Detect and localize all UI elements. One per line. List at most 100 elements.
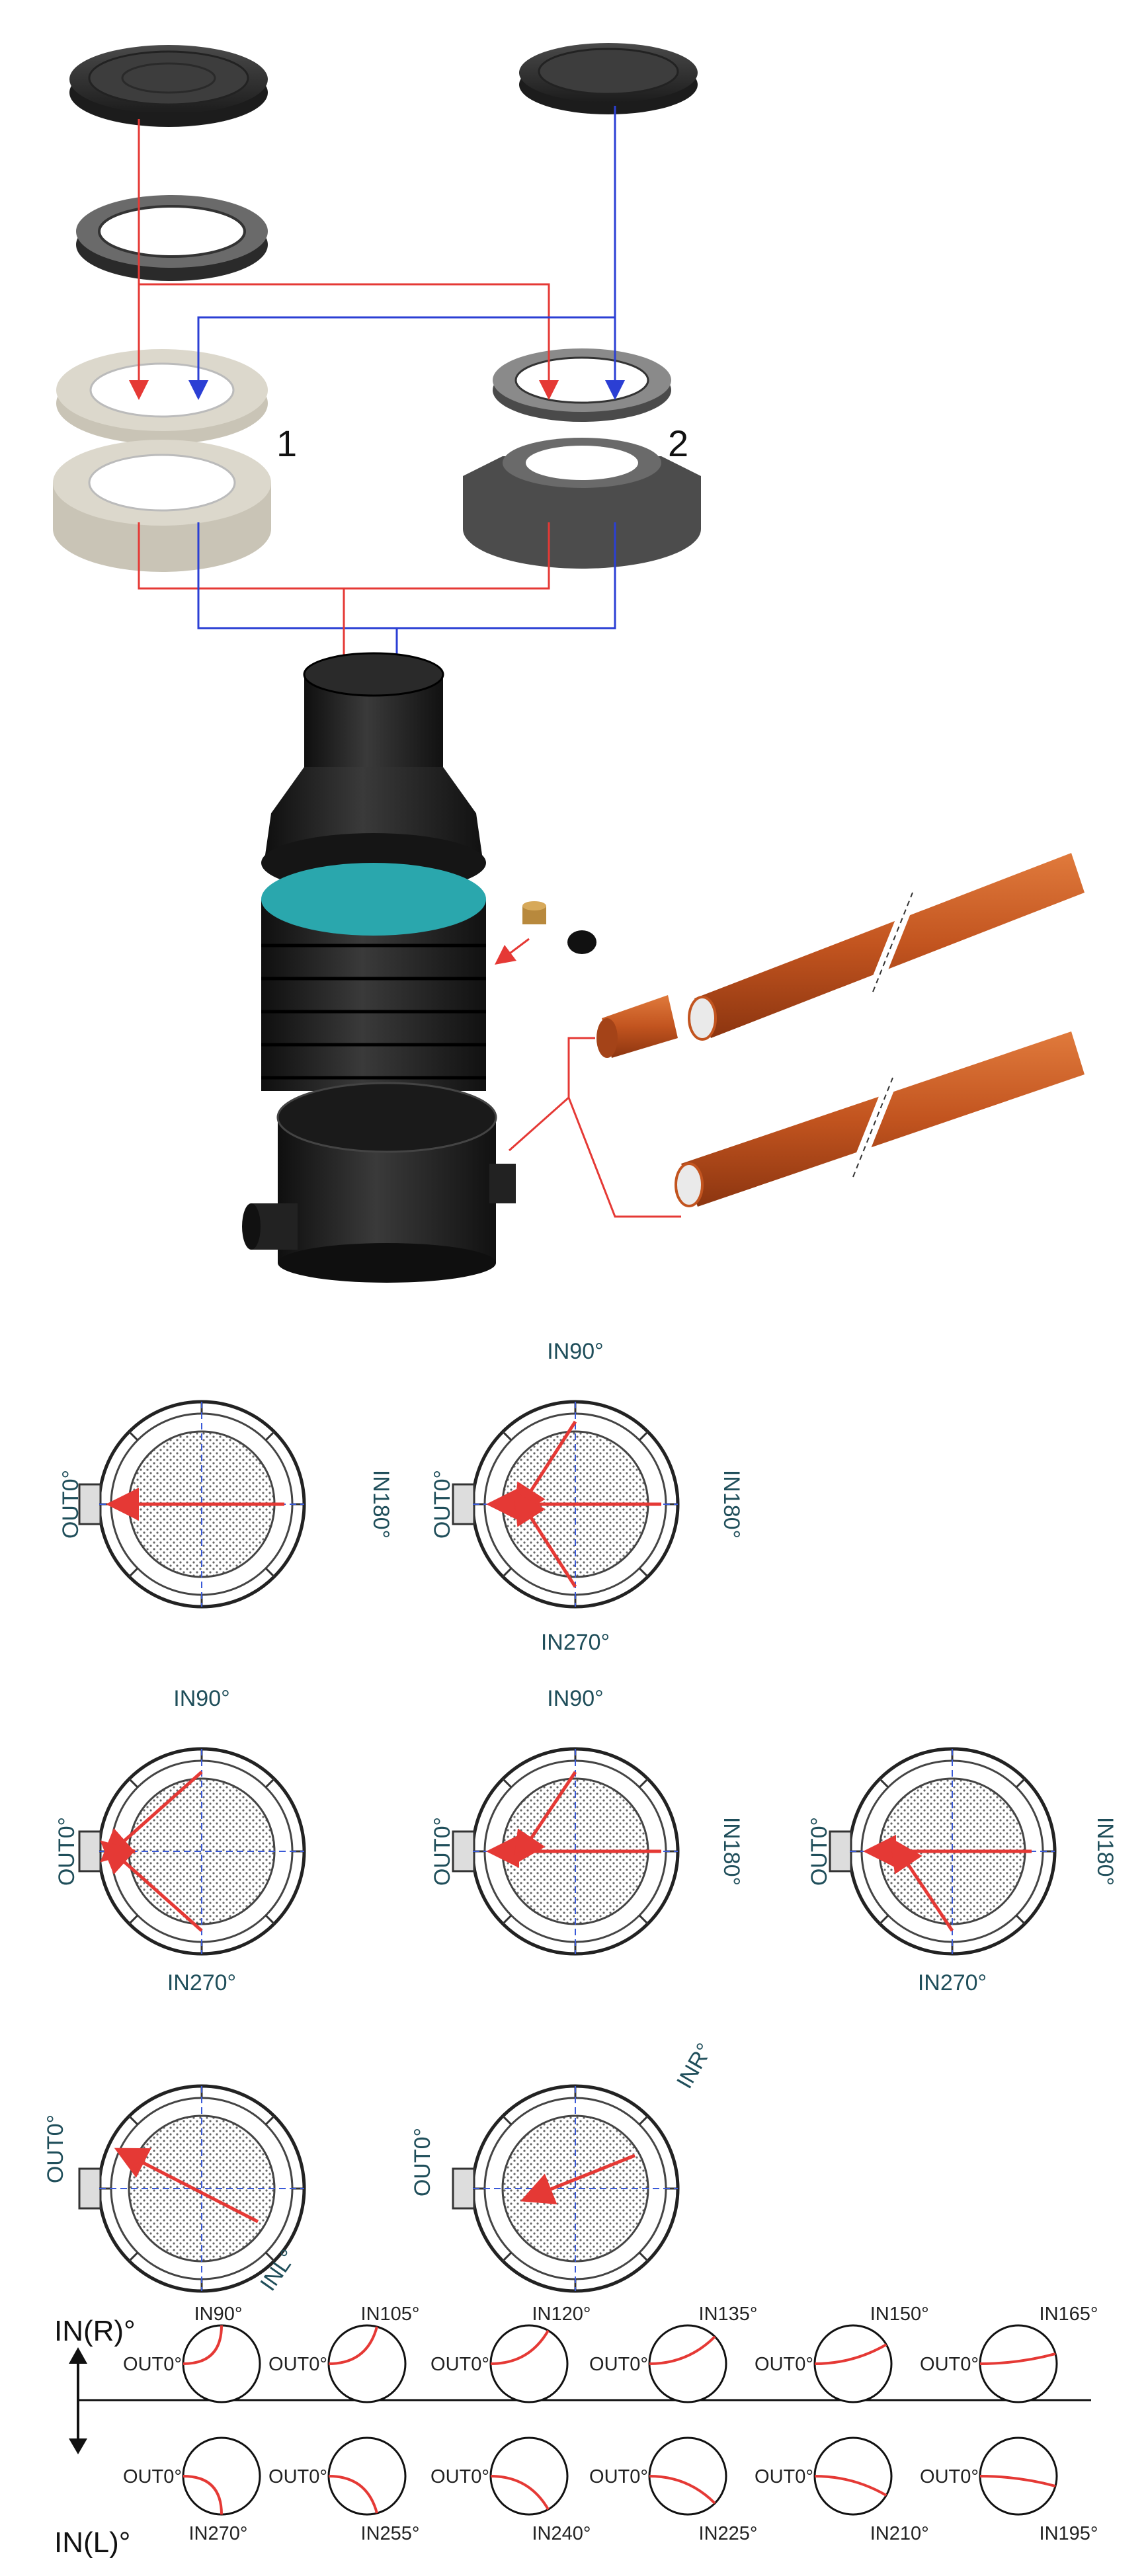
support-ring	[76, 195, 268, 281]
flow-curve-icon	[814, 2475, 887, 2497]
out-label: OUT0°	[430, 2466, 489, 2487]
in-label: IN180°	[719, 1817, 744, 1886]
plan-view-6: OUT0°INL°	[43, 2084, 306, 2296]
flow-arrow-icon	[890, 1837, 954, 1932]
angle-legend-items: OUT0°IN90°OUT0°IN105°OUT0°IN120°OUT0°IN1…	[123, 2304, 1098, 2544]
angle-label: IN105°	[361, 2304, 420, 2325]
in-label: IN270°	[918, 1970, 987, 1995]
angle-label: IN255°	[361, 2523, 420, 2544]
assembly-flow-lines	[129, 106, 625, 691]
axis-top-label: IN(R)°	[54, 2315, 136, 2347]
plan-view-3: OUT0° IN90° IN270°	[54, 1686, 306, 1995]
angle-item-l-6: OUT0°IN195°	[920, 2436, 1098, 2544]
out-label: OUT0°	[920, 2354, 979, 2375]
flow-curve-icon	[183, 2475, 223, 2515]
plan-views-group: OUT0°IN180°OUT0°IN90°IN180°IN270°OUT0°IN…	[43, 1339, 1118, 2296]
out-label: OUT0°	[268, 2354, 327, 2375]
out-label: OUT0°	[43, 2114, 68, 2183]
flow-curve-icon	[979, 2353, 1056, 2365]
in-label: IN90°	[547, 1686, 603, 1711]
out-label: OUT0°	[58, 1470, 83, 1539]
angle-item-r-3: OUT0° IN120°	[430, 2304, 591, 2403]
flow-curve-icon	[490, 2475, 550, 2511]
angle-item-l-5: OUT0°IN210°	[755, 2436, 929, 2544]
angle-item-r-4: OUT0° IN135°	[589, 2304, 758, 2403]
out-label: OUT0°	[54, 1817, 79, 1886]
angle-label: IN120°	[532, 2304, 591, 2325]
plan-view-1: OUT0° IN180°	[58, 1400, 393, 1609]
angle-item-r-2: OUT0° IN105°	[268, 2304, 420, 2403]
flow-curve-icon	[649, 2475, 716, 2505]
out-label: OUT0°	[755, 2354, 813, 2375]
angle-label: IN270°	[189, 2523, 248, 2544]
flow-curve-icon	[490, 2329, 550, 2365]
out-label: OUT0°	[268, 2466, 327, 2487]
coupling-sleeve	[596, 995, 678, 1058]
angle-item-r-1: OUT0° IN90°	[123, 2304, 261, 2403]
angle-item-l-4: OUT0° IN225°	[589, 2436, 758, 2544]
out-label: OUT0°	[430, 1817, 455, 1886]
flow-curve-icon	[183, 2325, 223, 2365]
in-label: IN270°	[541, 1630, 610, 1655]
angle-label: IN165°	[1040, 2304, 1098, 2325]
out-label: OUT0°	[430, 1470, 455, 1539]
in-label: IN180°	[1092, 1817, 1118, 1886]
corrugated-shaft	[261, 863, 486, 1091]
rubber-seal-parts	[495, 901, 596, 965]
angle-label: IN240°	[532, 2523, 591, 2544]
angle-item-r-5: OUT0° IN150°	[755, 2304, 929, 2403]
plan-view-2: OUT0° IN90° IN180° IN270°	[430, 1339, 744, 1655]
in-label: INR°	[672, 2039, 718, 2093]
in-label: IN90°	[173, 1686, 229, 1711]
flow-arrow-icon	[513, 1490, 577, 1588]
out-label: OUT0°	[430, 2354, 489, 2375]
cast-iron-cover-left	[69, 45, 268, 127]
flow-curve-icon	[328, 2475, 378, 2514]
chamber-base	[242, 1082, 516, 1283]
angle-label: IN90°	[194, 2304, 243, 2325]
flow-curve-icon	[979, 2475, 1056, 2487]
angle-label: IN135°	[699, 2304, 758, 2325]
smooth-pipe	[675, 1031, 1085, 1207]
angle-item-l-2: OUT0° IN255°	[268, 2436, 420, 2544]
axis-bottom-label: IN(L)°	[54, 2526, 130, 2559]
angle-label: IN225°	[699, 2523, 758, 2544]
cast-iron-cover-right	[519, 43, 698, 114]
flow-curve-icon	[649, 2335, 716, 2365]
out-label: OUT0°	[410, 2128, 435, 2196]
out-label: OUT0°	[807, 1817, 832, 1886]
out-label: OUT0°	[123, 2354, 182, 2375]
angle-item-l-3: OUT0° IN240°	[430, 2436, 591, 2544]
in-label: IN90°	[547, 1339, 603, 1364]
angle-legend: IN(R)° IN(L)° OUT0°IN90°OUT0°IN105°OUT0°…	[54, 2304, 1098, 2559]
cone-ring-option-2	[463, 348, 701, 569]
out-label: OUT0°	[755, 2466, 813, 2487]
flow-curve-icon	[814, 2343, 887, 2365]
arrow-up-icon	[69, 2347, 87, 2364]
flow-arrow-icon	[513, 1771, 577, 1865]
in-label: IN180°	[719, 1470, 744, 1539]
in-label: IN180°	[368, 1470, 393, 1539]
out-label: OUT0°	[123, 2466, 182, 2487]
out-label: OUT0°	[589, 2354, 648, 2375]
corrugated-pipe	[688, 853, 1085, 1041]
arrow-down-icon	[69, 2438, 87, 2454]
angle-item-l-1: OUT0° IN270°	[123, 2436, 261, 2544]
exploded-view: 1 2	[53, 43, 1085, 1283]
in-label: IN270°	[167, 1970, 236, 1995]
flow-arrow-icon	[100, 1840, 203, 1932]
out-label: OUT0°	[589, 2466, 648, 2487]
flow-arrow-icon	[520, 2153, 636, 2204]
flow-curve-icon	[328, 2326, 378, 2365]
plan-view-7: OUT0° INR°	[410, 2039, 718, 2293]
flow-arrow-icon	[114, 2148, 259, 2224]
option-1-label: 1	[276, 423, 297, 464]
pipe-connection-lines	[509, 1037, 681, 1218]
out-label: OUT0°	[920, 2466, 979, 2487]
plan-view-5: OUT0° IN180° IN270°	[807, 1747, 1118, 1995]
angle-label: IN150°	[870, 2304, 929, 2325]
option-2-label: 2	[668, 423, 688, 464]
angle-item-r-6: OUT0° IN165°	[920, 2304, 1098, 2403]
concrete-rings-option-1	[53, 349, 271, 572]
